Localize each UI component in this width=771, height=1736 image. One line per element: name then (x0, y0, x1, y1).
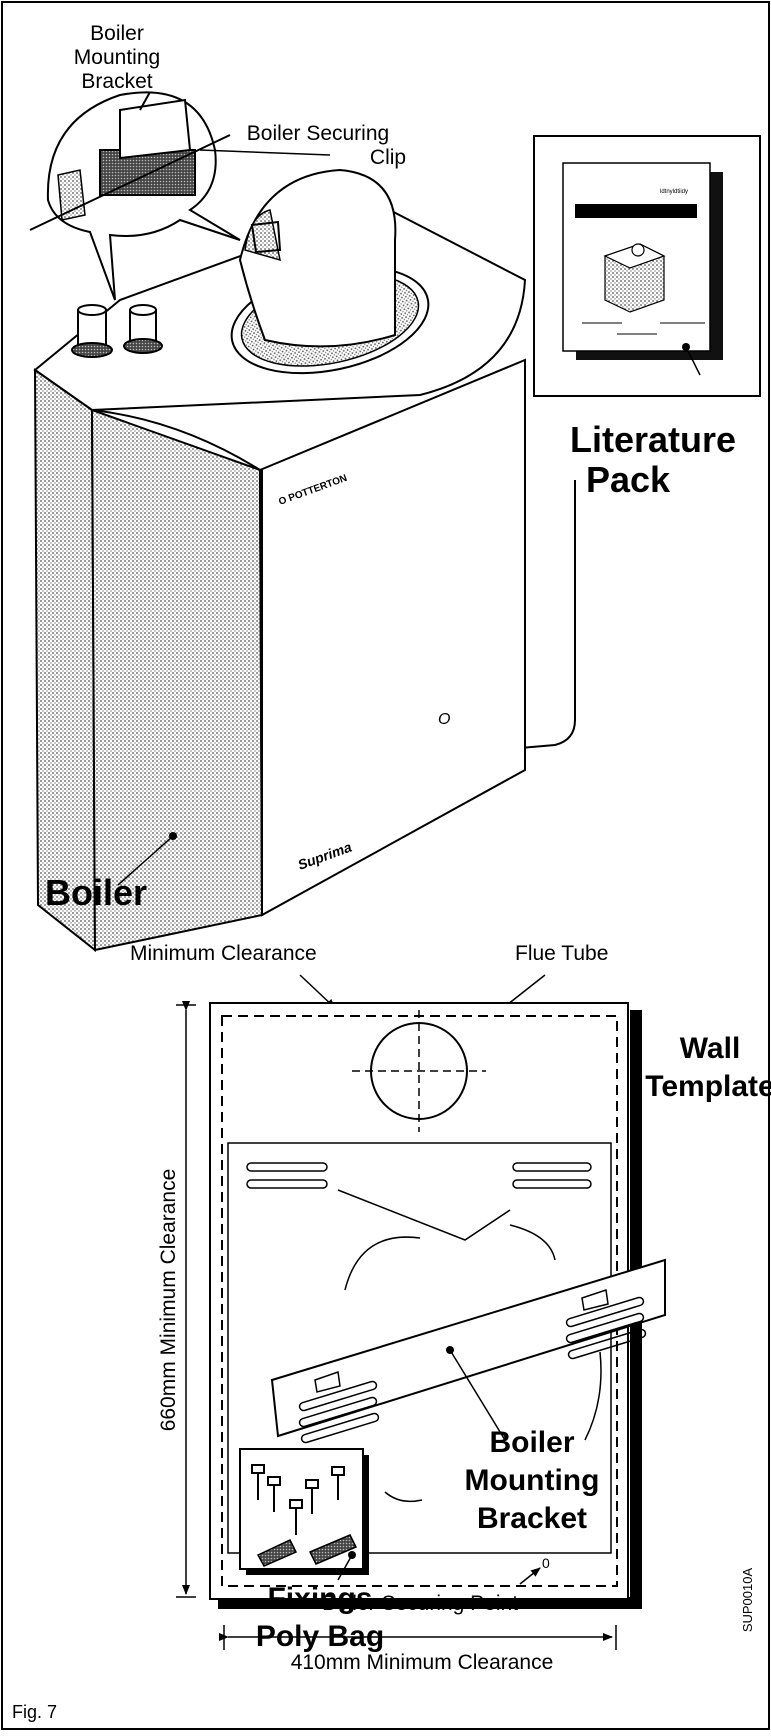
wall-template-label-1: Wall (680, 1032, 741, 1065)
literature-pack-label-1: Literature (570, 419, 736, 460)
flue-elbow (238, 168, 397, 348)
bubble-bracket (99, 149, 196, 196)
literature-pack: ldtnyldtiidy (533, 135, 761, 397)
upper-bracket-label-3: Bracket (81, 70, 152, 93)
upper-bracket-label-1: Boiler (90, 22, 144, 45)
boiler-front-shaded (90, 408, 264, 952)
wall-template-label-2: Template (645, 1070, 771, 1103)
booklet-scribble: ldtnyldtiidy (660, 189, 688, 195)
securing-point-label: Boiler Securing Point (322, 1592, 518, 1615)
boiler-label: Boiler (45, 872, 147, 913)
boiler-front-panel (258, 358, 526, 917)
min-clearance-label: Minimum Clearance (130, 942, 317, 965)
lower-bracket-label-1: Boiler (489, 1426, 574, 1459)
zoom-callout (29, 91, 331, 301)
upper-bracket-label-2: Mounting (74, 46, 160, 69)
fixings-label-1: Fixings (267, 1582, 372, 1615)
reference-code: SUP0010A (740, 1568, 755, 1633)
clip-label-2: Clip (370, 146, 406, 169)
pipe-connectors (71, 304, 163, 358)
panel-indicator: O (438, 711, 450, 728)
height-dimension-label: 660mm Minimum Clearance (157, 1169, 180, 1432)
flue-tube-label: Flue Tube (515, 942, 608, 965)
template-slots-right (512, 1162, 592, 1189)
template-slots-left (246, 1162, 328, 1189)
securing-point-mark: 0 (542, 1555, 550, 1571)
fixings-poly-bag (239, 1448, 369, 1575)
mounting-bracket (270, 1258, 666, 1444)
figure-label: Fig. 7 (12, 1702, 57, 1722)
clip-label-1: Boiler Securing (247, 122, 389, 145)
lower-bracket-label-2: Mounting (465, 1464, 600, 1497)
width-dimension-label: 410mm Minimum Clearance (291, 1651, 554, 1674)
lower-bracket-label-3: Bracket (477, 1502, 587, 1535)
boiler-illustration: O POTTERTON Suprima O (33, 168, 576, 953)
boiler-left-panel (33, 368, 97, 953)
literature-pack-label-2: Pack (586, 459, 671, 500)
